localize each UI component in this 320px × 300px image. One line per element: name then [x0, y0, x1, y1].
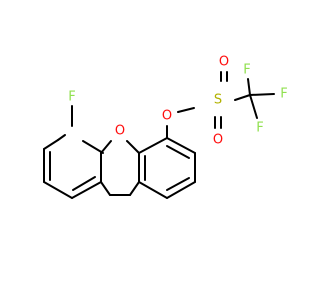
bond: [126, 140, 140, 154]
bond: [249, 94, 258, 119]
bond: [138, 181, 168, 199]
bond: [166, 177, 190, 191]
bond: [72, 176, 96, 191]
bond: [138, 137, 168, 154]
bond: [82, 140, 104, 154]
bond: [177, 107, 195, 113]
bonds: [43, 71, 275, 199]
atom-label-sulfonyl-oxygen-top: O: [219, 55, 229, 70]
bond: [43, 139, 59, 150]
atom-label-cf3-fluorine-bottom: F: [256, 121, 263, 136]
atom-labels: F O O S O O F F F: [68, 55, 287, 148]
bond: [100, 140, 112, 154]
bond: [57, 134, 66, 141]
bond: [249, 93, 275, 96]
atom-label-cf3-fluorine-right: F: [280, 87, 287, 102]
atom-label-sulfur: S: [214, 93, 222, 108]
bond: [100, 181, 111, 196]
bond: [247, 78, 251, 96]
bond: [234, 94, 251, 101]
bond: [166, 181, 196, 199]
bond: [71, 181, 102, 199]
atom-label-sulfonyl-oxygen-bottom: O: [213, 133, 223, 148]
molecule-structure: F O O S O O F F F: [43, 55, 288, 199]
bond: [129, 181, 140, 196]
atom-label-ring-fluorine: F: [68, 90, 75, 105]
bond: [43, 181, 73, 199]
bond: [166, 145, 190, 159]
atom-label-ester-oxygen: O: [162, 109, 172, 124]
bond: [166, 137, 196, 154]
atom-label-cf3-fluorine-top: F: [243, 63, 250, 78]
atom-label-furan-oxygen: O: [115, 124, 125, 139]
